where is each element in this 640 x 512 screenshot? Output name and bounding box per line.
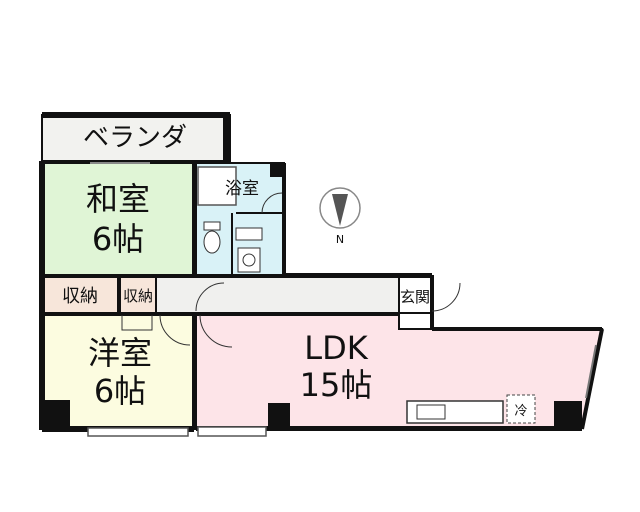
youshitsu-door-swing	[159, 314, 191, 346]
ldk-slanted-wall	[580, 328, 604, 430]
compass-needle-icon	[332, 194, 348, 226]
compass-ring	[319, 187, 361, 229]
ldk-side-window	[585, 344, 597, 399]
balcony-label: ベランダ	[83, 123, 187, 153]
washbasin-drain	[242, 253, 256, 267]
youshitsu-window	[87, 427, 189, 437]
toilet-bowl	[203, 230, 221, 254]
genkan	[398, 276, 433, 314]
balcony	[41, 114, 231, 162]
compass: N	[319, 187, 361, 246]
washitsu-size: 6帖	[92, 220, 144, 258]
storage-left	[43, 276, 119, 314]
washitsu-name: 和室	[86, 180, 150, 218]
closet-door-left	[121, 315, 137, 331]
washbasin-cabinet	[235, 227, 263, 241]
compass-label: N	[336, 233, 344, 246]
corridor	[154, 276, 400, 314]
corridor-door-swing	[195, 282, 225, 312]
ldk-size: 15帖	[300, 366, 373, 404]
youshitsu-name: 洋室	[88, 334, 152, 372]
ldk-pillar-right	[554, 401, 582, 429]
ldk-pillar-left	[268, 403, 290, 429]
fridge-label: 冷	[514, 404, 527, 419]
storage-left-label: 収納	[62, 286, 98, 307]
ldk-name: LDK	[304, 329, 368, 367]
storage-right	[119, 276, 157, 314]
youshitsu-size: 6帖	[94, 372, 146, 410]
washbasin	[237, 247, 261, 273]
bath-corner-pillar	[270, 163, 284, 177]
youshitsu-pillar	[42, 400, 70, 430]
bathtub	[197, 166, 237, 206]
fridge-space	[506, 394, 536, 424]
kitchen-sink	[416, 404, 446, 420]
genkan-label: 玄関	[400, 288, 430, 306]
ldk-room	[195, 314, 604, 428]
ldk-window	[197, 426, 267, 437]
entrance-door-swing	[431, 282, 461, 312]
storage-right-label: 収納	[123, 287, 153, 305]
closet-door-right	[137, 315, 153, 331]
toilet-tank	[203, 221, 221, 231]
bath-door-swing	[261, 192, 283, 214]
bath-label: 浴室	[225, 179, 259, 199]
genkan-step	[398, 312, 433, 330]
ldk-door-swing	[199, 314, 233, 348]
